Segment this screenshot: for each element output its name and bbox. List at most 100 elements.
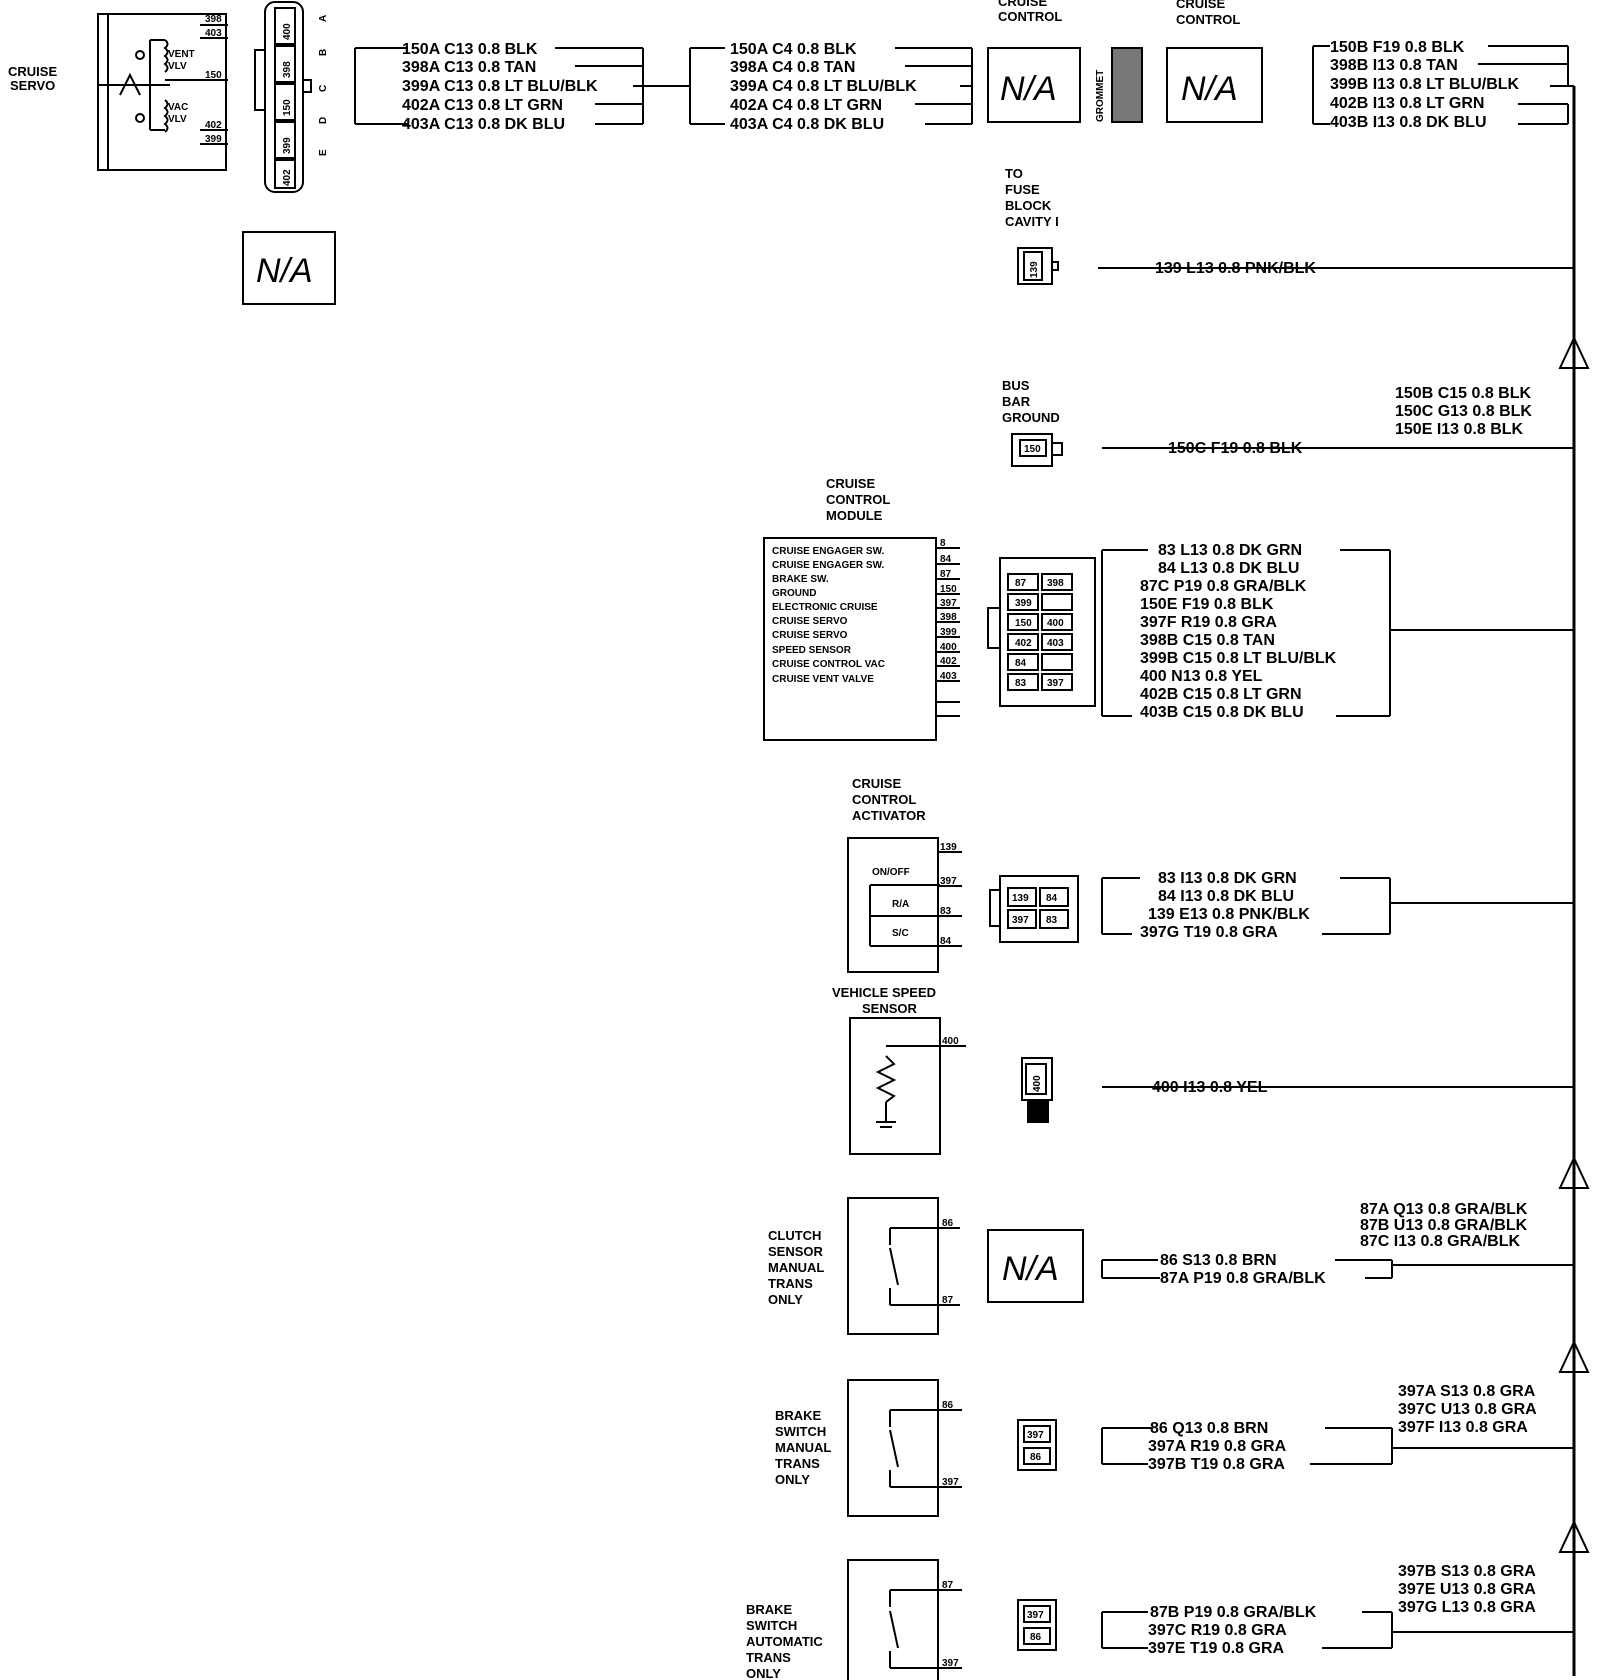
- c4-wire-5: 403A C4 0.8 DK BLU: [730, 116, 884, 133]
- activator-connector: [989, 875, 1079, 943]
- brake-auto-wire-3: 397E T19 0.8 GRA: [1148, 1640, 1285, 1657]
- servo-cavity-3: 150: [282, 99, 293, 116]
- module-function-5: ELECTRONIC CRUISE: [772, 602, 878, 613]
- servo-coil-3: VAC: [168, 102, 188, 113]
- servo-connector: [254, 1, 312, 193]
- activator-cavity-1: 139: [1012, 893, 1029, 904]
- activator-switch-ra: R/A: [892, 899, 909, 910]
- module-wire-1: 83 L13 0.8 DK GRN: [1158, 542, 1302, 559]
- fuse-connector: [1017, 247, 1059, 285]
- grommet-label: GROMMET: [1095, 70, 1106, 122]
- clutch-label-2: SENSOR: [768, 1244, 824, 1259]
- activator-wire-4: 397G T19 0.8 GRA: [1140, 924, 1278, 941]
- activator-switch-onoff: ON/OFF: [872, 867, 910, 878]
- clutch-wire-lines: [1101, 1259, 1574, 1279]
- module-wire-7: 399B C15 0.8 LT BLU/BLK: [1140, 650, 1337, 667]
- brake-auto-wire-2: 397C R19 0.8 GRA: [1148, 1622, 1287, 1639]
- clutch-wire-2: 87A P19 0.8 GRA/BLK: [1160, 1270, 1326, 1287]
- fuse-label-1: TO: [1005, 166, 1023, 181]
- splice-397b-2: 397E U13 0.8 GRA: [1398, 1581, 1536, 1598]
- harness-c4-lines: [689, 47, 973, 125]
- brake-manual-wire-3: 397B T19 0.8 GRA: [1148, 1456, 1285, 1473]
- module-pin-6: 398: [940, 612, 957, 623]
- activator-pin-4: 84: [940, 936, 952, 947]
- module-pin-5: 397: [940, 598, 957, 609]
- servo-letter-e: E: [318, 149, 329, 156]
- brake-manual-pin-2: 397: [942, 1477, 959, 1488]
- cc-left-label-2: CONTROL: [998, 9, 1062, 24]
- clutch-label-3: MANUAL: [768, 1260, 824, 1275]
- brake-auto-connector: [1017, 1599, 1057, 1651]
- servo-pin-4: 402: [205, 120, 222, 131]
- module-wire-6: 398B C15 0.8 TAN: [1140, 632, 1275, 649]
- brake-manual-label-3: MANUAL: [775, 1440, 831, 1455]
- servo-coil-2: VLV: [168, 61, 187, 72]
- module-cavity-9: 83: [1015, 678, 1027, 689]
- brake-manual-cavity-2: 86: [1030, 1452, 1042, 1463]
- clutch-pin-2: 87: [942, 1295, 954, 1306]
- brake-manual-wire-2: 397A R19 0.8 GRA: [1148, 1438, 1287, 1455]
- splice-150-3: 150E I13 0.8 BLK: [1395, 421, 1524, 438]
- module-pin-10: 403: [940, 671, 957, 682]
- module-wire-2: 84 L13 0.8 DK BLU: [1158, 560, 1299, 577]
- module-wire-8: 400 N13 0.8 YEL: [1140, 668, 1263, 685]
- brake-manual-cavity-1: 397: [1027, 1430, 1044, 1441]
- cc-right-label-2: CONTROL: [1176, 12, 1240, 27]
- splice-triangles: [1558, 335, 1590, 1553]
- module-label-1: CRUISE: [826, 476, 875, 491]
- module-connector: [987, 557, 1096, 707]
- module-cavity-6: 402: [1015, 638, 1032, 649]
- c13-wire-3: 399A C13 0.8 LT BLU/BLK: [402, 78, 598, 95]
- brake-manual-label-1: BRAKE: [775, 1408, 822, 1423]
- fuse-label-4: CAVITY I: [1005, 214, 1059, 229]
- module-wire-9: 402B C15 0.8 LT GRN: [1140, 686, 1302, 703]
- bus-bar-cavity: 150: [1024, 444, 1041, 455]
- brake-auto-label-1: BRAKE: [746, 1602, 793, 1617]
- servo-cavity-1: 400: [282, 23, 293, 40]
- cc-left-na-text: N/A: [1000, 70, 1057, 108]
- activator-switch-sc: S/C: [892, 928, 909, 939]
- module-function-8: SPEED SENSOR: [772, 645, 852, 656]
- clutch-label-4: TRANS: [768, 1276, 813, 1291]
- activator-pin-3: 83: [940, 906, 952, 917]
- fuse-cavity: 139: [1029, 261, 1040, 278]
- i13-wire-3: 399B I13 0.8 LT BLU/BLK: [1330, 76, 1520, 93]
- speed-sensor-wire: 400 I13 0.8 YEL: [1152, 1079, 1268, 1096]
- c13-wire-1: 150A C13 0.8 BLK: [402, 41, 538, 58]
- brake-manual-label-2: SWITCH: [775, 1424, 826, 1439]
- c13-wire-4: 402A C13 0.8 LT GRN: [402, 97, 563, 114]
- speed-sensor-cavity: 400: [1032, 1075, 1043, 1092]
- activator-label-2: CONTROL: [852, 792, 916, 807]
- harness-c13-lines: [354, 47, 690, 125]
- bus-bar-connector: [1011, 433, 1063, 467]
- splice-397a-3: 397F I13 0.8 GRA: [1398, 1419, 1528, 1436]
- speed-sensor-connector: [1021, 1057, 1053, 1123]
- bus-bar-label-2: BAR: [1002, 394, 1031, 409]
- module-function-7: CRUISE SERVO: [772, 630, 848, 641]
- c4-wire-2: 398A C4 0.8 TAN: [730, 59, 855, 76]
- activator-label-3: ACTIVATOR: [852, 808, 926, 823]
- brake-auto-wire-lines: [1101, 1611, 1574, 1649]
- activator-cavity-2: 84: [1046, 893, 1058, 904]
- module-pin-4: 150: [940, 584, 957, 595]
- module-wire-lines: [1101, 549, 1574, 717]
- brake-manual-label-5: ONLY: [775, 1472, 810, 1487]
- speed-sensor-label-2: SENSOR: [862, 1001, 918, 1016]
- clutch-label-1: CLUTCH: [768, 1228, 821, 1243]
- cruise-control-module-box: [763, 537, 960, 741]
- servo-pin-5: 399: [205, 134, 222, 145]
- brake-auto-label-2: SWITCH: [746, 1618, 797, 1633]
- splice-397a-1: 397A S13 0.8 GRA: [1398, 1383, 1536, 1400]
- brake-auto-cavity-2: 86: [1030, 1632, 1042, 1643]
- activator-wire-1: 83 I13 0.8 DK GRN: [1158, 870, 1297, 887]
- activator-cavity-4: 83: [1046, 915, 1058, 926]
- module-pin-7: 399: [940, 627, 957, 638]
- servo-label-2: SERVO: [10, 78, 55, 93]
- module-wire-5: 397F R19 0.8 GRA: [1140, 614, 1277, 631]
- module-pin-1: 8: [940, 538, 946, 549]
- brake-auto-label-5: ONLY: [746, 1666, 781, 1680]
- vehicle-speed-sensor-box: [849, 1017, 966, 1155]
- splice-87-2: 87B U13 0.8 GRA/BLK: [1360, 1217, 1528, 1234]
- c13-wire-2: 398A C13 0.8 TAN: [402, 59, 536, 76]
